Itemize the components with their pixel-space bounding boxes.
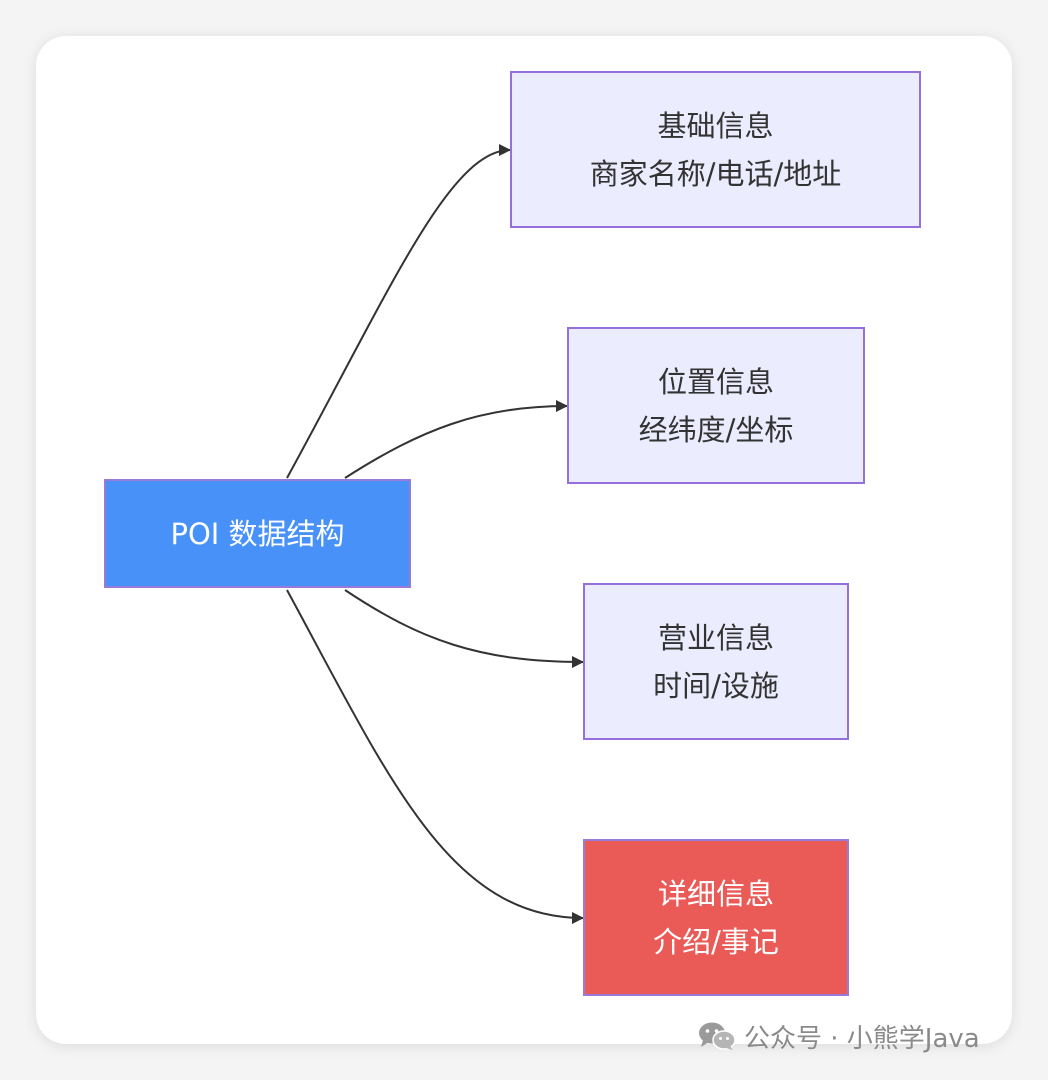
node-detail-info: 详细信息 介绍/事记	[583, 839, 849, 996]
node-location-info-title: 位置信息	[657, 364, 774, 399]
node-business-info-detail: 时间/设施	[653, 668, 779, 703]
node-detail-info-detail: 介绍/事记	[653, 924, 779, 959]
node-business-info-title: 营业信息	[657, 620, 774, 655]
node-detail-info-title: 详细信息	[657, 876, 774, 911]
wechat-icon	[699, 1022, 736, 1050]
root-node: POI 数据结构	[104, 479, 411, 588]
edge-root-to-location	[344, 400, 568, 479]
node-business-info: 营业信息 时间/设施	[583, 583, 849, 740]
node-location-info-detail: 经纬度/坐标	[638, 412, 794, 447]
watermark: 公众号 · 小熊学Java	[698, 1016, 1004, 1056]
node-basic-info: 基础信息 商家名称/电话/地址	[510, 71, 921, 228]
edge-root-to-details	[286, 589, 584, 924]
root-node-label: POI 数据结构	[170, 516, 345, 551]
edge-root-to-business	[344, 589, 584, 668]
node-location-info: 位置信息 经纬度/坐标	[567, 327, 865, 484]
node-basic-info-detail: 商家名称/电话/地址	[589, 156, 842, 191]
edge-root-to-basic	[286, 144, 511, 479]
node-basic-info-title: 基础信息	[657, 108, 774, 143]
watermark-text: 公众号 · 小熊学Java	[744, 1023, 980, 1054]
